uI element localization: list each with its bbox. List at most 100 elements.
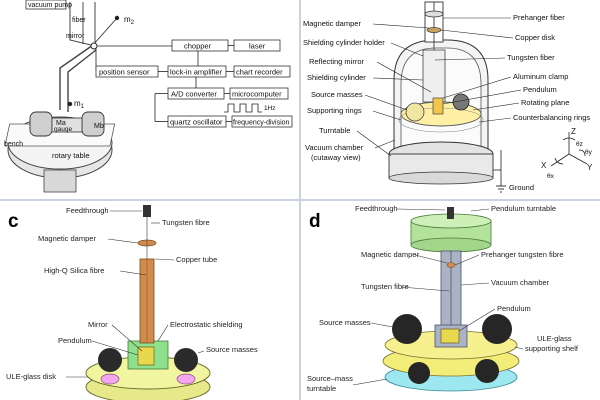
label-m2: m2 [124,15,135,26]
panel-a: vacuum pump fiber mirror m2 chopper [0,0,299,199]
magnetic-damper-d [446,262,456,268]
label-c-mirror: Mirror [88,320,108,329]
panel-c: c Feedthrough Tungsten fibre Magneti [0,201,299,400]
panel-b-diagram: Magnetic damper Shielding cylinder holde… [303,1,593,193]
label-microcomputer: microcomputer [232,90,282,99]
label-cutaway: (cutaway view) [311,153,361,162]
pendulum-turntable-bottom [410,237,492,253]
source-mass-d-lower-right [475,359,499,383]
label-laser: laser [249,42,266,51]
label-mass-b: Mb [94,123,104,130]
top-flange [424,10,444,18]
panel-c-diagram: c Feedthrough Tungsten fibre Magneti [6,205,258,400]
label-mirror: mirror [66,33,85,40]
label-m1: m1 [74,99,85,110]
label-turntable: Turntable [319,126,350,135]
label-vacuum-pump: vacuum pump [28,2,72,9]
pink-support-left [100,373,120,385]
label-magnetic-damper: Magnetic damper [303,19,361,28]
label-c-silica-fibre: High-Q Silica fibre [44,266,104,275]
source-mass-left [405,102,425,122]
label-d-magnetic-damper: Magnetic damper [361,250,419,259]
label-c-tungsten-fibre: Tungsten fibre [162,218,210,227]
label-vacuum-chamber: Vacuum chamber [305,143,364,152]
label-c-ule-disk: ULE-glass disk [6,372,56,381]
label-c-source-masses: Source masses [206,345,258,354]
pendulum-b [432,97,444,115]
label-frequency-division: frequency-division [233,120,290,127]
label-c-magnetic-damper: Magnetic damper [38,234,96,243]
pink-support-right [176,373,196,385]
label-d-prehanger: Prehanger tungsten fibre [481,250,564,259]
label-fiber: fiber [72,17,86,24]
label-axis-z: Z [571,127,576,136]
label-d-pendulum: Pendulum [497,304,531,313]
label-reflecting-mirror: Reflecting mirror [309,57,365,66]
pulse-train [224,103,262,113]
label-bench: bench [4,141,23,148]
label-c-pendulum: Pendulum [58,336,92,345]
label-position-sensor: position sensor [99,68,150,77]
label-d-source-mass-2: turntable [307,384,336,393]
label-d-vacuum-chamber: Vacuum chamber [491,278,550,287]
panel-d-diagram: d Feedthrough Pendulum turntab [307,204,579,393]
label-lock-in: lock-in amplifier [170,68,223,77]
label-gauge: gauge [54,126,72,133]
label-theta-y: θy [585,149,593,156]
label-axis-y: Y [587,163,593,172]
pendulum-c [137,346,155,366]
label-theta-x: θx [547,173,555,180]
label-c-electrostatic: Electrostatic shielding [170,320,243,329]
pendulum-d [440,328,460,344]
label-rotary-table: rotary table [52,151,90,160]
gauge-block [51,117,83,133]
label-c-feedthrough: Feedthrough [66,206,109,215]
feedthrough-c [143,205,151,217]
source-mass-d-left [392,314,422,344]
mass-m1 [67,101,73,107]
feedthrough-d [447,207,454,219]
panel-letter-c: c [8,211,19,232]
label-d-ule-shelf-2: supporting shelf [525,344,579,353]
label-rotating-plane: Rotating plane [521,98,569,107]
m2-arm [92,17,118,46]
label-prehanger-fiber: Prehanger fiber [513,13,565,22]
panel-letter-d: d [309,211,321,232]
label-chart-recorder: chart recorder [236,68,283,77]
vacuum-pump-box [25,0,67,10]
label-d-feedthrough: Feedthrough [355,204,398,213]
label-chopper: chopper [184,42,212,51]
label-mag: Ma [56,120,66,127]
turntable-bottom [388,171,494,185]
label-d-source-mass-1: Source–mass [307,374,353,383]
label-d-source-masses: Source masses [319,318,371,327]
panel-a-diagram: vacuum pump fiber mirror m2 chopper [4,0,293,193]
panel-b: Magnetic damper Shielding cylinder holde… [301,0,600,199]
horizontal-divider [0,199,600,201]
label-source-masses: Source masses [311,90,363,99]
label-theta-z: θz [576,141,583,148]
panel-d: d Feedthrough Pendulum turntab [301,201,600,400]
label-shielding-cylinder: Shielding cylinder [307,73,366,82]
label-ground: Ground [509,183,534,192]
light-beam-a [59,44,94,110]
axes-icon [550,132,588,167]
fiber-tube [69,2,96,47]
rotary-table-shaft [43,169,77,193]
source-mass-c-left [98,348,122,372]
label-supporting-rings: Supporting rings [307,106,362,115]
label-copper-disk: Copper disk [515,33,555,42]
label-quartz: quartz oscillator [170,118,223,127]
label-ad-converter: A/D converter [171,90,217,99]
label-d-ule-shelf-1: ULE-glass [537,334,572,343]
label-axis-x: X [541,161,547,170]
shielding-cylinder-holder [422,49,446,103]
label-counterbalancing: Counterbalancing rings [513,113,590,122]
light-beam-b [67,49,97,112]
label-1hz: 1Hz [264,105,276,112]
source-mass-d-right [482,314,512,344]
label-d-tungsten-fibre: Tungsten fibre [361,282,409,291]
label-tungsten-fiber: Tungsten fiber [507,53,555,62]
label-c-copper-tube: Copper tube [176,255,217,264]
